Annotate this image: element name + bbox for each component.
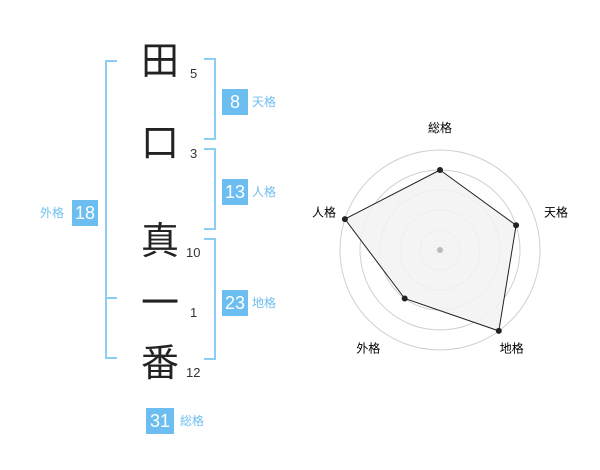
name-char-1: 田: [140, 39, 179, 83]
tenkaku-label: 天格: [252, 95, 277, 109]
radar-axis-label-4: 外格: [356, 341, 380, 356]
soukaku-label: 総格: [180, 414, 205, 428]
gaikaku-bracket-upper: [105, 60, 117, 299]
radar-point-2: [513, 222, 520, 229]
radar-point-1: [437, 167, 443, 173]
stroke-count-5: 12: [186, 365, 201, 380]
radar-point-3: [495, 327, 502, 334]
name-char-3: 真: [140, 219, 179, 263]
soukaku-value: 31: [146, 408, 174, 434]
radar-grid-ring: [339, 149, 541, 351]
gaikaku-label: 外格: [40, 206, 65, 220]
radar-axis-label-3: 地格: [500, 341, 524, 356]
jinkaku-label: 人格: [252, 185, 277, 199]
radar-point-5: [341, 216, 348, 223]
name-char-4: 一: [140, 281, 179, 325]
radar-axis-label-5: 人格: [312, 204, 336, 219]
tenkaku-bracket: [204, 58, 216, 140]
radar-point-4: [401, 295, 408, 302]
stroke-count-4: 1: [190, 305, 198, 320]
radar-series-area: [344, 169, 517, 332]
chikaku-label: 地格: [252, 296, 277, 310]
name-char-5: 番: [140, 341, 179, 385]
radar-axis-label-1: 総格: [428, 120, 452, 135]
radar-axis-label-2: 天格: [544, 204, 568, 219]
radar-center-dot: [437, 247, 443, 253]
gaikaku-value: 18: [72, 200, 98, 226]
gaikaku-bracket-lower: [105, 297, 117, 359]
name-char-2: 口: [140, 121, 179, 165]
jinkaku-bracket: [204, 148, 216, 230]
stroke-count-1: 5: [190, 66, 198, 81]
tenkaku-value: 8: [222, 89, 248, 115]
chikaku-value: 23: [222, 290, 248, 316]
jinkaku-value: 13: [222, 179, 248, 205]
stroke-count-2: 3: [190, 146, 198, 161]
chikaku-bracket: [204, 238, 216, 360]
stroke-count-3: 10: [186, 245, 201, 260]
